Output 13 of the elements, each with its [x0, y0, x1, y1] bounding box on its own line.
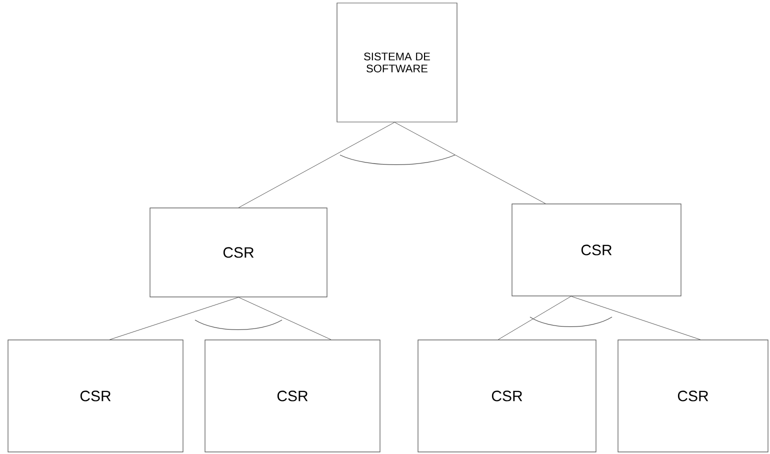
connector-line [238, 297, 332, 340]
process-box: CSR [418, 340, 596, 452]
process-box: CSR [150, 208, 328, 298]
connector-line [238, 122, 395, 208]
process-box: CSR [204, 340, 380, 452]
process-box: SISTEMA DE SOFTWARE [336, 2, 458, 122]
connector-line [394, 122, 546, 204]
process-box: CSR [618, 340, 768, 452]
connector-line [109, 297, 239, 340]
connector-line [498, 296, 572, 340]
process-box: CSR [8, 340, 184, 452]
process-box: CSR [512, 204, 682, 296]
connector-line [570, 296, 701, 340]
